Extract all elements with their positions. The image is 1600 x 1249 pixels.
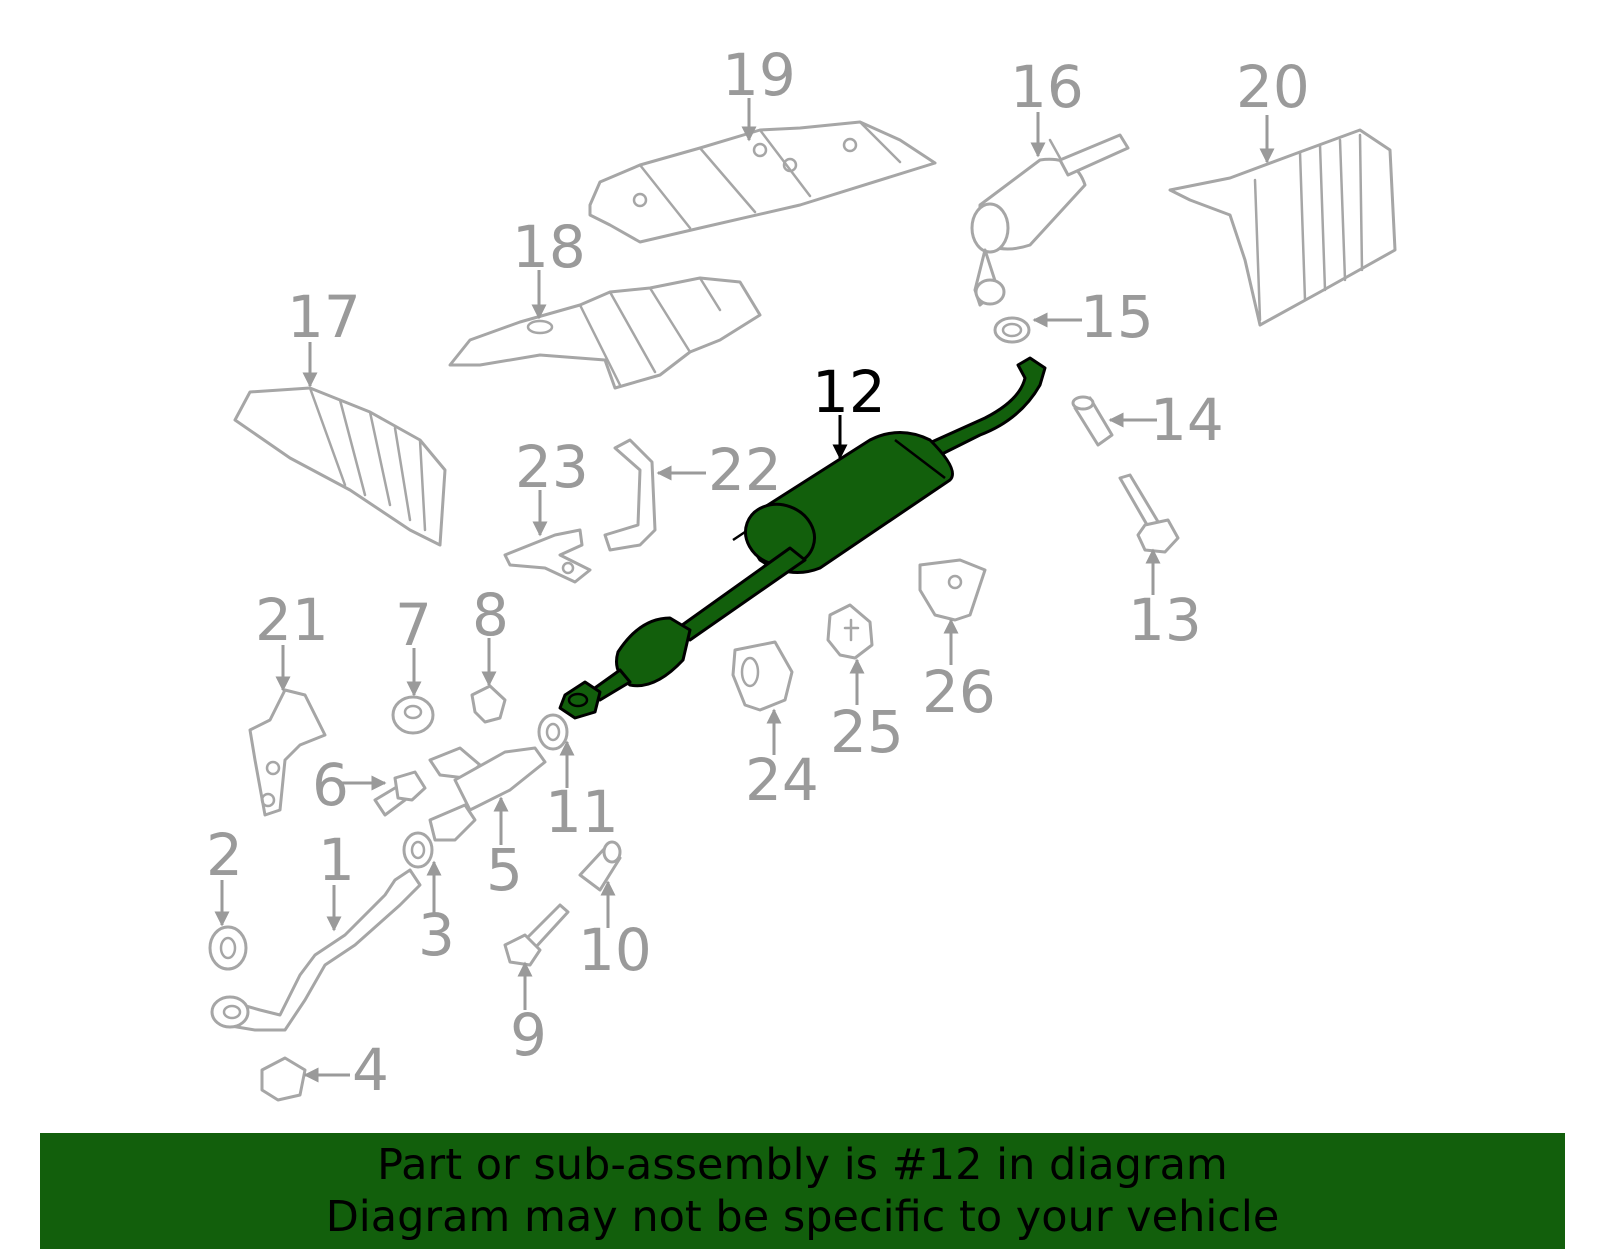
part-8-nut[interactable] — [470, 684, 507, 724]
part-17-heat-shield[interactable] — [233, 386, 447, 547]
part-22-hanger[interactable] — [603, 438, 657, 552]
callout-6: 6 — [312, 751, 349, 819]
banner-line-1: Part or sub-assembly is #12 in diagram — [377, 1140, 1228, 1190]
callout-5: 5 — [486, 836, 523, 904]
callout-25: 25 — [830, 698, 904, 766]
part-2-insulator[interactable] — [208, 925, 248, 971]
part-12-center-pipe-assembly[interactable] — [558, 356, 1047, 720]
callout-16: 16 — [1010, 53, 1084, 121]
callout-23: 23 — [515, 433, 589, 501]
part-15-gasket[interactable] — [993, 316, 1031, 344]
callout-2: 2 — [206, 821, 243, 889]
part-24-insulator[interactable] — [731, 640, 794, 712]
part-16-rear-muffler[interactable] — [970, 133, 1130, 307]
callout-15: 15 — [1080, 283, 1154, 351]
part-4-nut[interactable] — [260, 1056, 307, 1102]
part-18-heat-shield[interactable] — [448, 276, 762, 390]
callout-26: 26 — [922, 658, 996, 726]
banner-line-2: Diagram may not be specific to your vehi… — [325, 1192, 1280, 1242]
callout-12: 12 — [812, 358, 886, 426]
callout-19: 19 — [722, 41, 796, 109]
part-11-gasket[interactable] — [537, 713, 569, 751]
callout-24: 24 — [745, 746, 819, 814]
callout-14: 14 — [1150, 386, 1224, 454]
info-banner: Part or sub-assembly is #12 in diagram D… — [40, 1133, 1565, 1249]
part-5-flex-pipe[interactable] — [428, 746, 547, 842]
callout-labels: 19 16 20 18 17 15 12 14 23 22 21 7 8 13 … — [206, 41, 1310, 1104]
callout-20: 20 — [1236, 53, 1310, 121]
callout-8: 8 — [472, 581, 509, 649]
callout-1: 1 — [318, 826, 355, 894]
callout-10: 10 — [578, 916, 652, 984]
part-10-insulator[interactable] — [578, 840, 622, 892]
part-21-bracket[interactable] — [248, 688, 327, 817]
part-14-insulator[interactable] — [1071, 395, 1114, 447]
callout-7: 7 — [395, 591, 432, 659]
part-19-heat-shield[interactable] — [588, 120, 937, 244]
part-7-insulator[interactable] — [391, 695, 435, 735]
part-1-front-pipe[interactable] — [210, 868, 422, 1032]
callout-3: 3 — [418, 901, 455, 969]
callout-11: 11 — [545, 778, 619, 846]
callout-13: 13 — [1128, 586, 1202, 654]
part-9-bolt[interactable] — [503, 903, 570, 967]
part-6-bolt[interactable] — [373, 770, 427, 817]
part-13-bolt[interactable] — [1118, 473, 1180, 554]
callout-arrows — [214, 98, 1275, 1083]
callout-21: 21 — [255, 586, 329, 654]
callout-18: 18 — [512, 213, 586, 281]
part-25-insulator[interactable] — [826, 603, 874, 660]
part-26-hanger[interactable] — [918, 558, 987, 622]
part-20-heat-shield[interactable] — [1168, 128, 1397, 327]
part-3-gasket[interactable] — [402, 831, 434, 869]
callout-17: 17 — [287, 283, 361, 351]
callout-4: 4 — [352, 1036, 389, 1104]
part-23-bracket[interactable] — [503, 528, 592, 584]
callout-22: 22 — [708, 436, 782, 504]
callout-9: 9 — [510, 1001, 547, 1069]
